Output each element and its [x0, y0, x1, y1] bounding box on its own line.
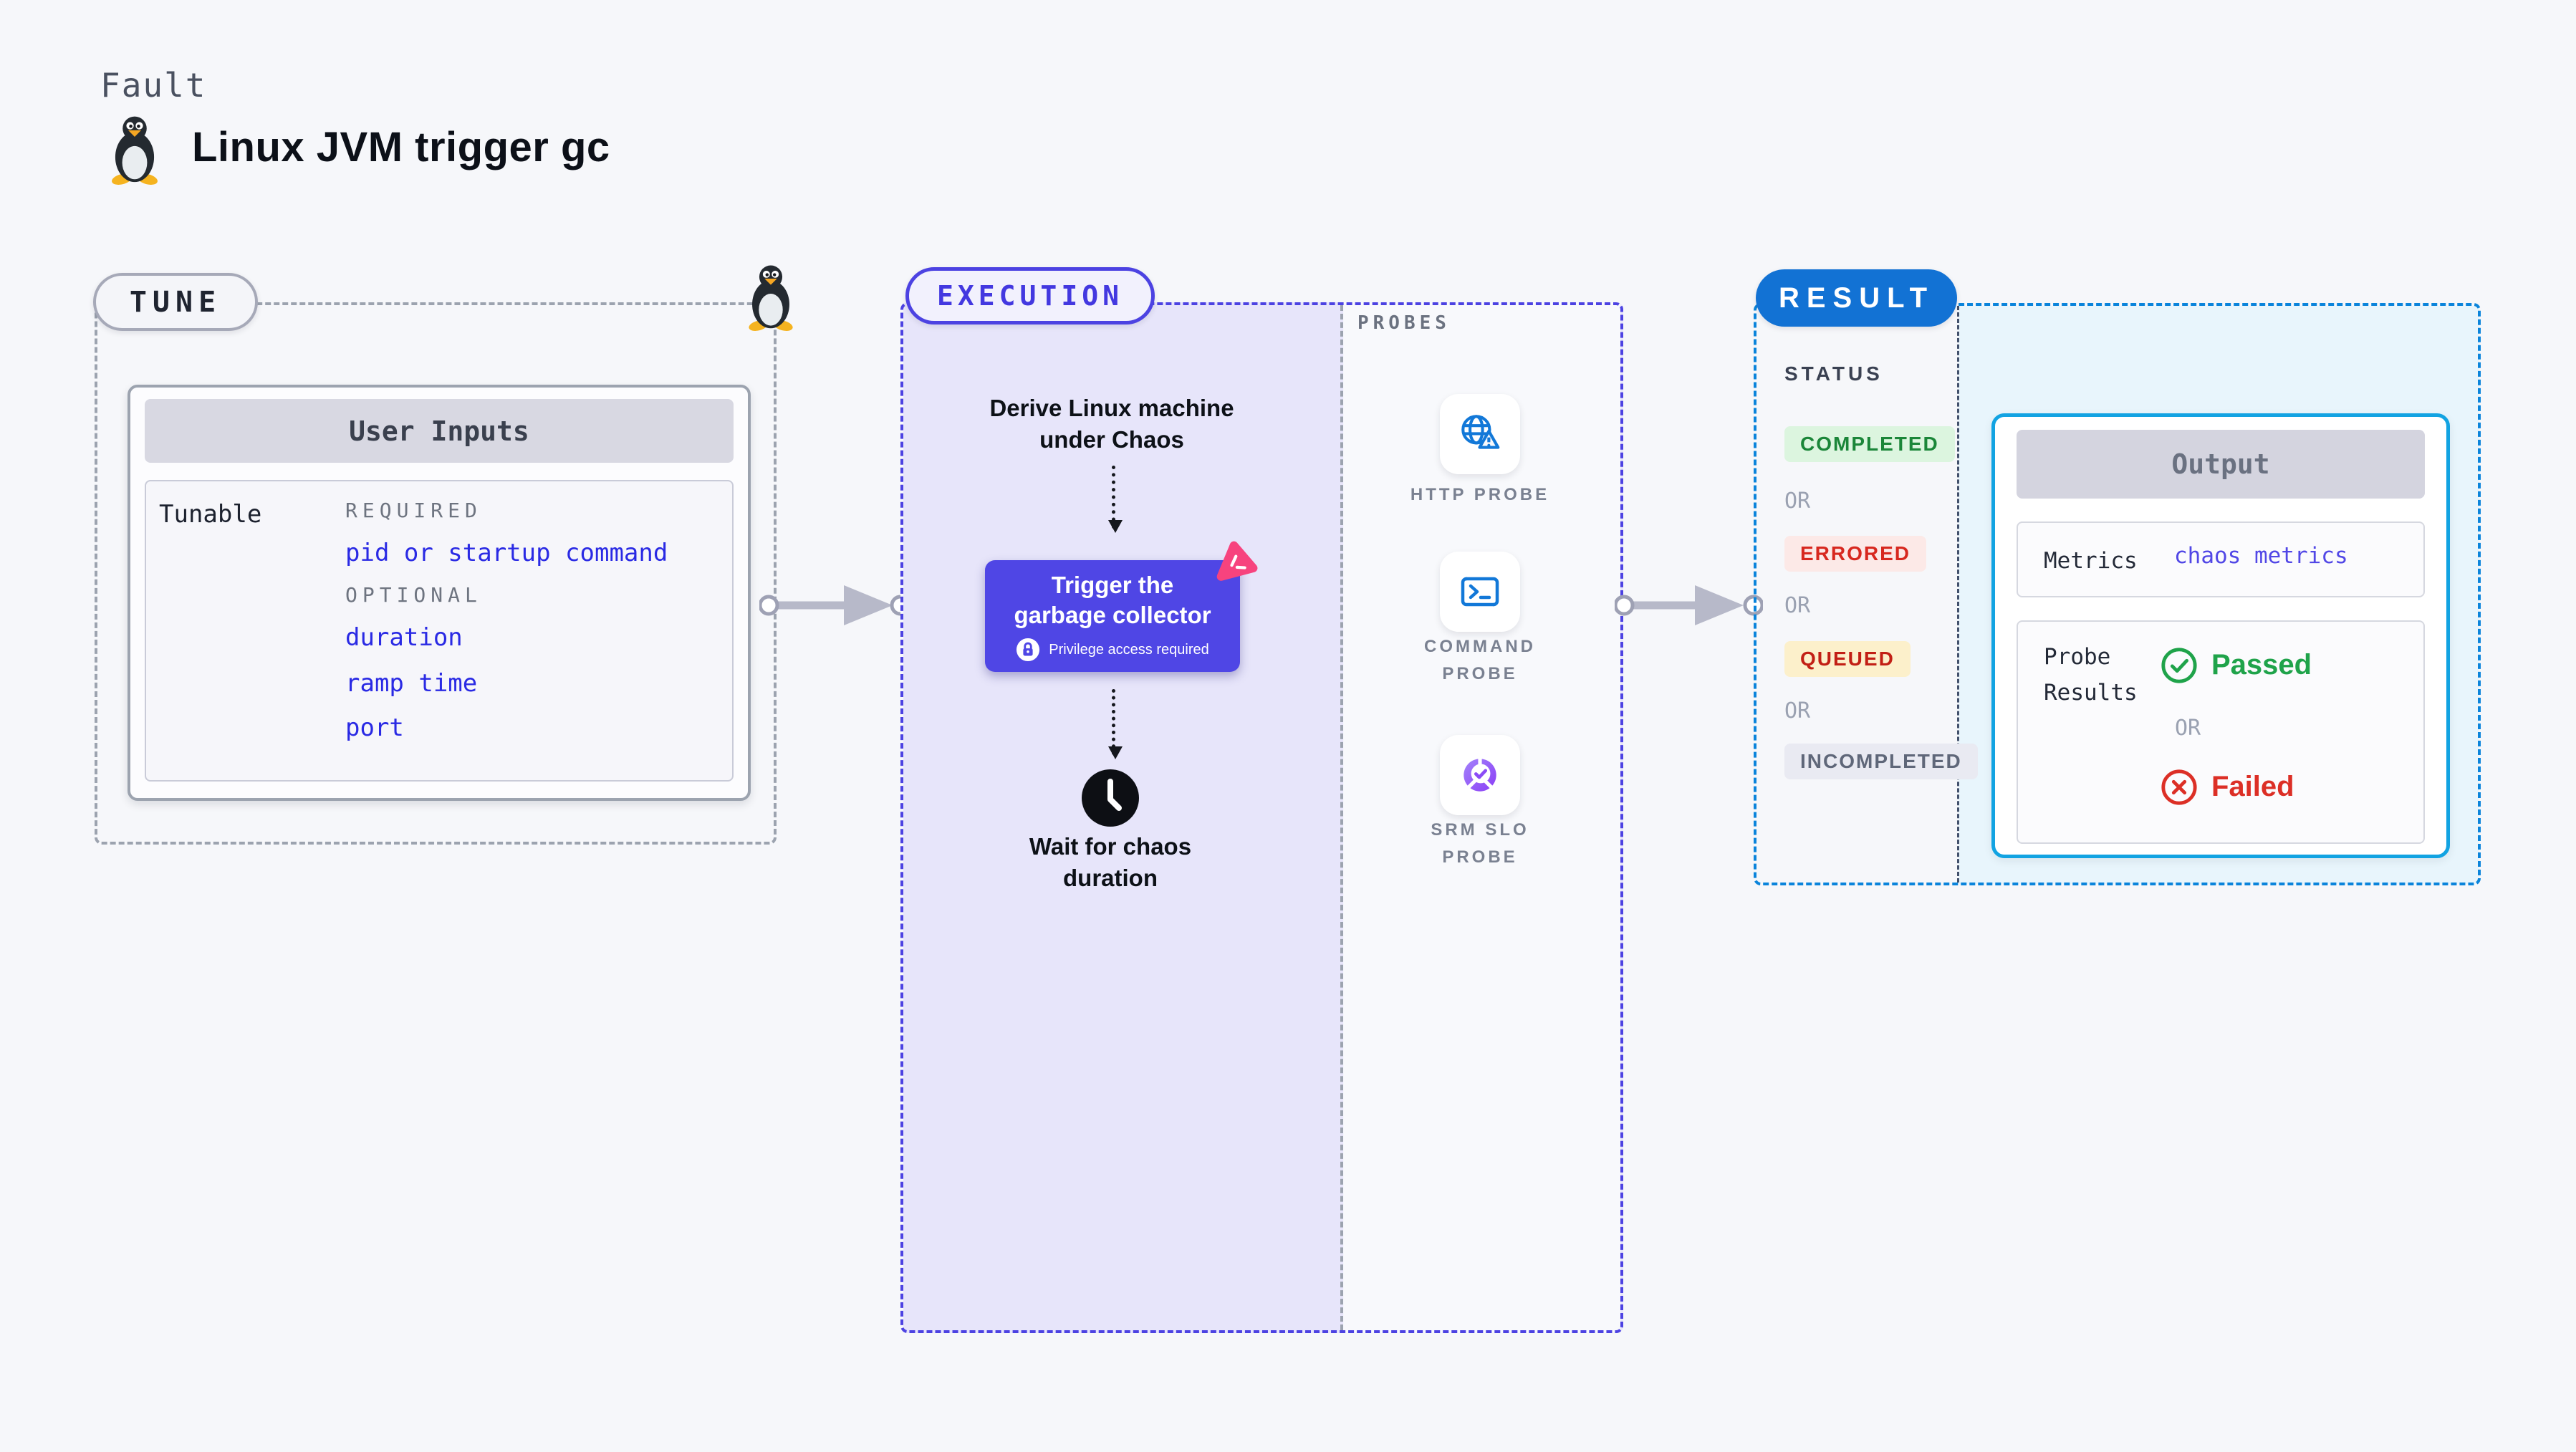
probes-label: PROBES: [1357, 312, 1451, 334]
dotted-arrow-2: [1108, 689, 1123, 759]
privilege-note: Privilege access required: [1049, 641, 1209, 658]
or-separator: OR: [2175, 716, 2201, 741]
srm-slo-probe-card[interactable]: [1440, 735, 1520, 815]
arrow-execution-to-result: [1615, 585, 1763, 625]
output-header: Output: [2017, 430, 2425, 499]
probes-divider: [1340, 305, 1343, 1330]
http-probe-label: HTTP PROBE: [1410, 485, 1550, 504]
wait-step-text: Wait for chaos duration: [1029, 833, 1192, 891]
execution-pill: EXECUTION: [905, 267, 1155, 324]
tux-icon: [112, 116, 158, 185]
status-badge-queued: QUEUED: [1784, 641, 1911, 677]
fault-eyebrow: Fault: [100, 66, 207, 105]
tune-pill-label: TUNE: [129, 285, 222, 319]
srm-slo-probe-label: SRM SLO PROBE: [1431, 820, 1529, 867]
failed-label: Failed: [2211, 771, 2294, 802]
dotted-arrow-1: [1108, 466, 1123, 533]
page-title: Linux JVM trigger gc: [192, 124, 610, 170]
tune-frame: [95, 302, 777, 845]
tunable-optional-item[interactable]: duration: [345, 623, 463, 652]
failed-x-icon: [2161, 769, 2197, 805]
passed-label: Passed: [2211, 649, 2312, 681]
user-inputs-header: User Inputs: [145, 399, 734, 463]
arrow-tune-to-execution: [759, 585, 910, 625]
status-badge-errored: ERRORED: [1784, 536, 1927, 572]
tunables-panel: [145, 480, 734, 782]
tune-pill: TUNE: [93, 273, 258, 331]
trigger-gc-node[interactable]: Trigger the garbage collector Privilege …: [985, 560, 1240, 672]
lock-icon: [1017, 638, 1040, 662]
chaos-badge-icon: [1216, 541, 1258, 581]
result-frame: [1754, 303, 2481, 885]
output-title: Output: [2171, 448, 2270, 480]
derive-step-text: Derive Linux machine under Chaos: [989, 395, 1234, 453]
status-badge-completed: COMPLETED: [1784, 426, 1955, 462]
tunable-required-item[interactable]: pid or startup command: [345, 539, 668, 567]
tunable-optional-item[interactable]: port: [345, 713, 404, 742]
status-heading: STATUS: [1784, 362, 1883, 385]
or-separator: OR: [1784, 593, 1811, 618]
globe-alert-icon: [1461, 415, 1500, 449]
trigger-line: garbage collector: [1014, 602, 1211, 628]
execution-pill-label: EXECUTION: [937, 280, 1123, 312]
required-label: REQUIRED: [345, 499, 482, 522]
or-separator: OR: [1784, 489, 1811, 514]
status-divider: [1957, 306, 1959, 883]
command-probe-card[interactable]: [1440, 552, 1520, 632]
probe-results-label: Probe Results: [2044, 644, 2138, 706]
tunable-row-label: Tunable: [159, 500, 262, 529]
or-separator: OR: [1784, 698, 1811, 723]
metrics-label: Metrics: [2044, 548, 2138, 574]
tux-corner-icon: [749, 265, 793, 331]
tunable-optional-item[interactable]: ramp time: [345, 669, 478, 698]
status-badge-incompleted: INCOMPLETED: [1784, 744, 1978, 779]
terminal-icon: [1461, 577, 1499, 607]
slo-donut-icon: [1464, 758, 1496, 792]
trigger-line: Trigger the: [1051, 572, 1174, 598]
command-probe-label: COMMAND PROBE: [1424, 637, 1536, 683]
clock-icon: [1082, 769, 1139, 827]
result-pill: RESULT: [1756, 269, 1957, 327]
http-probe-card[interactable]: [1440, 394, 1520, 474]
result-pill-label: RESULT: [1778, 282, 1935, 314]
user-inputs-title: User Inputs: [349, 415, 529, 447]
optional-label: OPTIONAL: [345, 583, 482, 607]
metrics-value[interactable]: chaos metrics: [2174, 543, 2348, 569]
metrics-row: [2017, 521, 2425, 597]
probe-results-row: [2017, 620, 2425, 844]
passed-check-icon: [2161, 648, 2197, 683]
